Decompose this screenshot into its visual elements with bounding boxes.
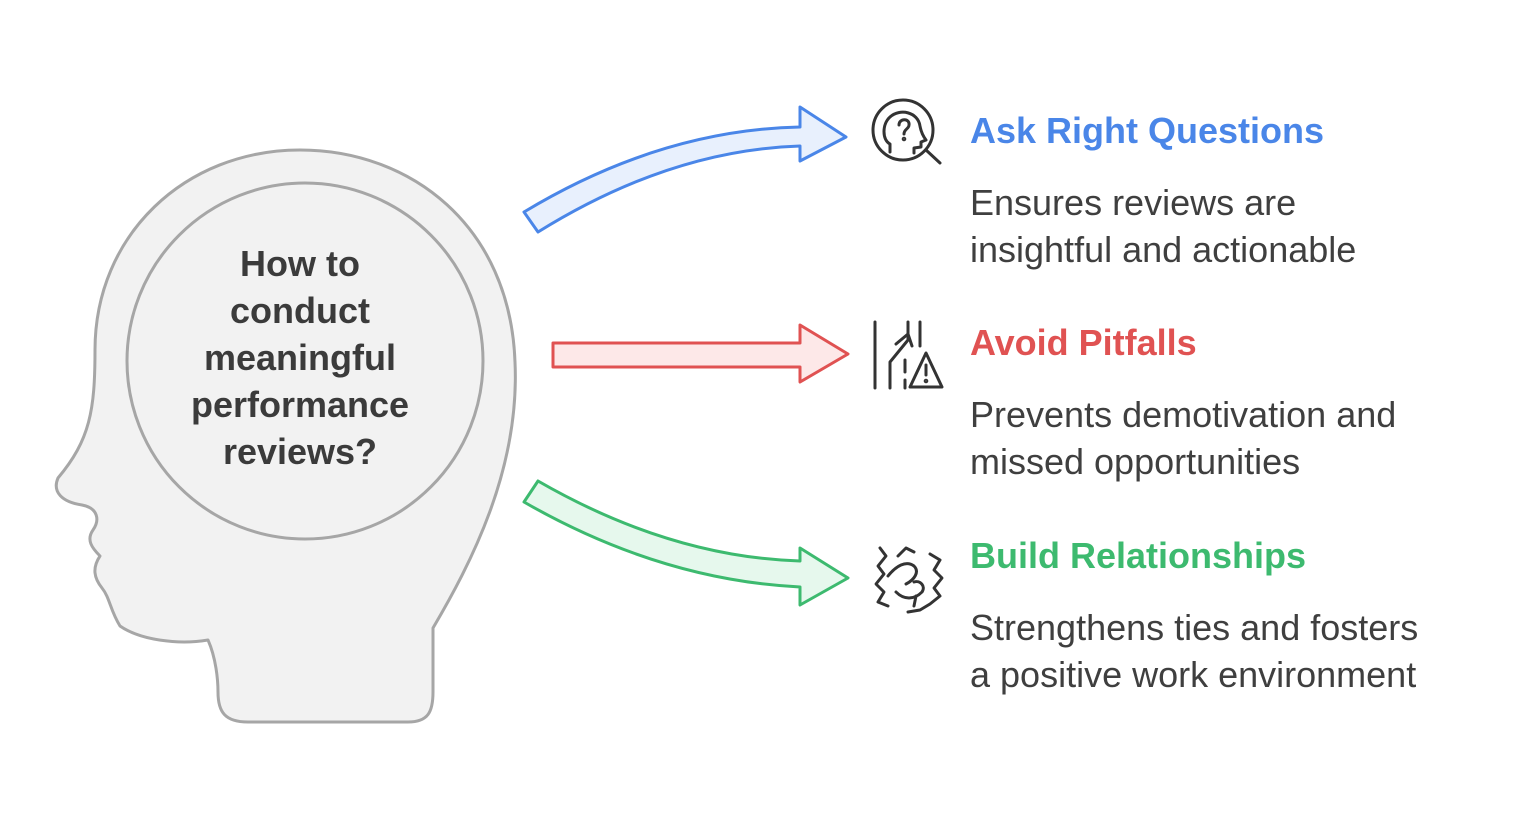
avoid-pitfalls-description: Prevents demotivation and missed opportu… <box>970 391 1396 485</box>
question-circle <box>125 181 485 541</box>
arrow-avoid-pitfalls <box>551 323 850 384</box>
central-question-line: How to <box>240 243 360 284</box>
handshake-icon <box>874 546 944 614</box>
head-question-search-icon <box>871 98 942 165</box>
ask-right-questions-title: Ask Right Questions <box>970 110 1325 151</box>
arrow-build-relationships <box>522 479 850 607</box>
description-line: Strengthens ties and fosters <box>970 607 1419 648</box>
central-question-line: performance <box>190 384 410 425</box>
central-question-line: reviews? <box>222 431 378 472</box>
description-line: Prevents demotivation and <box>970 394 1397 435</box>
description-line: missed opportunities <box>970 441 1301 482</box>
build-relationships-description: Strengthens ties and fosters a positive … <box>970 604 1418 698</box>
build-relationships-title: Build Relationships <box>970 535 1307 576</box>
central-question-line: conduct <box>230 290 370 331</box>
description-line: insightful and actionable <box>970 229 1357 270</box>
road-warning-icon <box>873 320 944 390</box>
avoid-pitfalls-title: Avoid Pitfalls <box>970 322 1197 363</box>
central-question-line: meaningful <box>203 337 396 378</box>
central-question: How to conduct meaningful performance re… <box>160 240 440 475</box>
ask-right-questions-description: Ensures reviews are insightful and actio… <box>970 179 1356 273</box>
arrow-ask-right-questions <box>522 105 848 234</box>
description-line: a positive work environment <box>970 654 1417 695</box>
description-line: Ensures reviews are <box>970 182 1297 223</box>
